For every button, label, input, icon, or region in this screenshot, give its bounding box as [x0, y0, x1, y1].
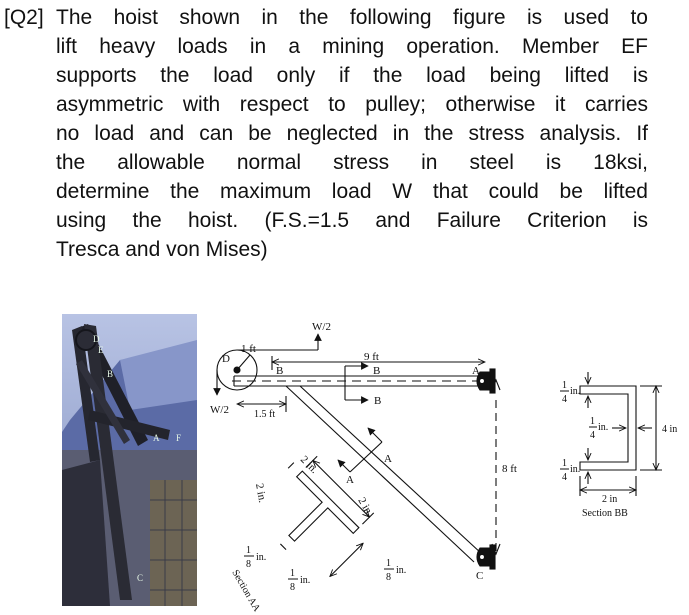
section-bb-frac-num-web: 1: [590, 416, 595, 427]
section-bb-frac-num-bottom: 1: [562, 458, 567, 469]
dim-1-5ft-label: 1.5 ft: [254, 409, 275, 420]
hoist-diagram-labels: W/2 W/2 1 ft D B B B A A A C 9 ft 1.5 ft…: [210, 321, 517, 582]
section-bb-title: Section BB: [582, 508, 628, 519]
problem-line-3: supports the load only if the load being…: [56, 64, 648, 87]
left-load-label: W/2: [210, 404, 229, 416]
problem-line-8: using the hoist. (F.S.=1.5 and Failure C…: [56, 209, 648, 232]
point-c-label: C: [476, 570, 483, 582]
section-aa-unit-bottom: in.: [300, 575, 310, 586]
point-b-upper-label: B: [373, 365, 380, 377]
section-bb-frac-den-bottom: 4: [562, 472, 567, 483]
section-aa-dim-left: 2 in.: [253, 482, 268, 504]
problem-line-7: determine the maximum load W that could …: [56, 180, 648, 203]
section-aa-dim-right: 2 in.: [355, 496, 375, 519]
hoist-diagram: [213, 333, 501, 570]
section-bb-dim-height: 4 in: [662, 424, 677, 435]
section-aa-frac-num-left: 1: [246, 545, 251, 556]
photo-label-f: F: [176, 433, 181, 443]
section-aa-frac-den-right: 8: [386, 572, 391, 583]
problem-line-5: no load and can be neglected in the stre…: [56, 122, 648, 145]
section-bb-unit-bottom: in.: [570, 464, 580, 475]
section-bb-frac-num-top: 1: [562, 380, 567, 391]
section-aa-frac-num-bottom: 1: [290, 568, 295, 579]
point-b-lower-label: B: [374, 395, 381, 407]
section-bb-unit-web: in.: [598, 422, 608, 433]
hoist-photo: D E B A F C: [62, 314, 197, 606]
photo-label-a: A: [153, 433, 160, 443]
section-aa-frac-num-right: 1: [386, 558, 391, 569]
pulley-radius-label: 1 ft: [241, 343, 256, 355]
section-bb-dim-width: 2 in: [602, 494, 617, 505]
section-bb-unit-top: in.: [570, 386, 580, 397]
problem-line-1: The hoist shown in the following figure …: [56, 6, 648, 29]
section-aa-shape: [288, 470, 360, 542]
point-a-cut-upper-label: A: [384, 453, 392, 465]
problem-line-4: asymmetric with respect to pulley; other…: [56, 93, 648, 116]
section-aa-title: Section AA: [229, 568, 262, 614]
member-bc: [299, 385, 483, 555]
section-bb-frac-den-web: 4: [590, 430, 595, 441]
dim-9ft-label: 9 ft: [364, 351, 379, 363]
top-load-label: W/2: [312, 321, 331, 333]
section-aa: 2 in. 2 in. 2 in. 1 8 in. 1 8 in. 1 8 in…: [229, 454, 406, 615]
section-aa-frac-den-bottom: 8: [290, 582, 295, 593]
problem-line-9: Tresca and von Mises): [56, 238, 268, 261]
photo-label-b: B: [107, 369, 113, 379]
photo-label-d: D: [93, 334, 100, 344]
section-aa-frac-den-left: 8: [246, 559, 251, 570]
point-a-cut-lower-label: A: [346, 474, 354, 486]
photo-label-e: E: [98, 345, 104, 355]
section-aa-unit-left: in.: [256, 552, 266, 563]
section-aa-unit-right: in.: [396, 565, 406, 576]
problem-line-2: lift heavy loads in a mining operation. …: [56, 35, 648, 58]
hoist-figure: D E B A F C: [62, 314, 677, 615]
section-bb-frac-den-top: 4: [562, 394, 567, 405]
section-bb: 1 4 in. 1 4 in. 1 4 in. 4 in 2 in Sectio…: [560, 372, 677, 519]
section-bb-shape: [579, 385, 637, 471]
point-d-label: D: [222, 353, 230, 365]
question-number: [Q2]: [4, 6, 44, 29]
dim-8ft-label: 8 ft: [502, 463, 517, 475]
problem-line-6: the allowable normal stress in steel is …: [56, 151, 648, 174]
point-b-left-label: B: [276, 365, 283, 377]
photo-label-c: C: [137, 573, 143, 583]
point-a-joint-label: A: [472, 365, 480, 377]
